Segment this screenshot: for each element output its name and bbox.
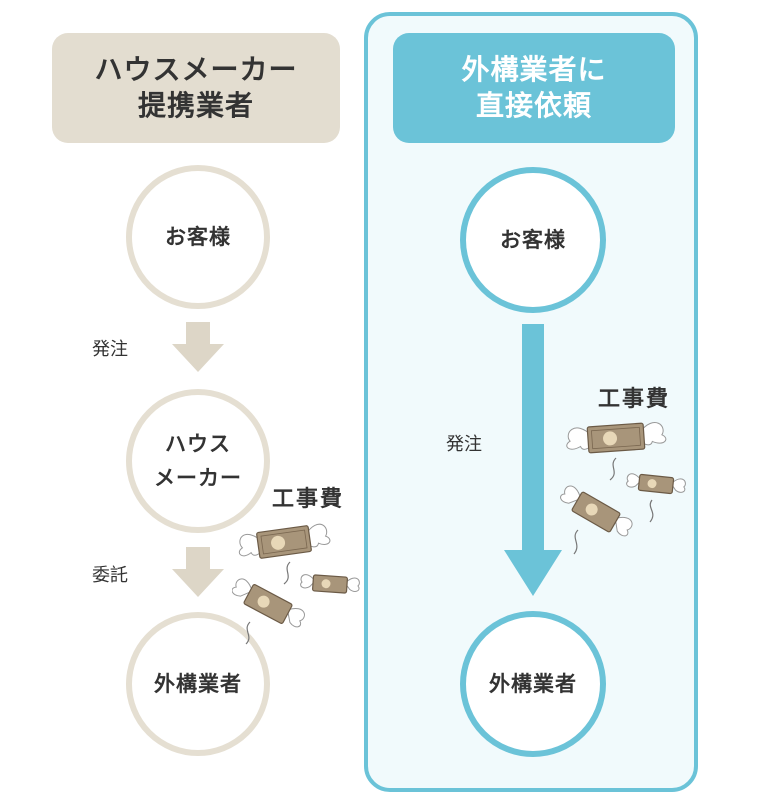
node-label: ハウス [165,432,231,456]
house-maker-header: ハウスメーカー 提携業者 [52,33,340,143]
house-maker-node: ハウス メーカー [126,389,270,533]
order-label-left: 発注 [92,339,128,360]
header-line: 外構業者に [461,53,607,86]
node-label: メーカー [154,466,242,490]
node-label: 外構業者 [489,672,577,696]
header-line: 直接依頼 [475,89,592,122]
direct-order-header: 外構業者に 直接依頼 [393,33,675,143]
contractor-node-right: 外構業者 [460,611,606,757]
down-arrow-icon [172,322,224,372]
construction-cost-label-right: 工事費 [598,387,671,412]
flying-money-icon [560,422,686,555]
down-arrow-icon [504,324,562,596]
customer-node-left: お客様 [126,165,270,309]
subcontract-label: 委託 [92,565,128,586]
header-line: ハウスメーカー [94,53,298,86]
order-label-right: 発注 [446,434,482,455]
node-label: お客様 [165,225,231,249]
header-line: 提携業者 [137,89,254,122]
node-label: 外構業者 [154,672,242,696]
construction-cost-label-left: 工事費 [272,487,345,512]
contractor-node-left: 外構業者 [126,612,270,756]
node-label: お客様 [500,228,566,252]
down-arrow-icon [172,547,224,597]
customer-node-right: お客様 [460,167,606,313]
flying-money-icon [232,523,360,645]
